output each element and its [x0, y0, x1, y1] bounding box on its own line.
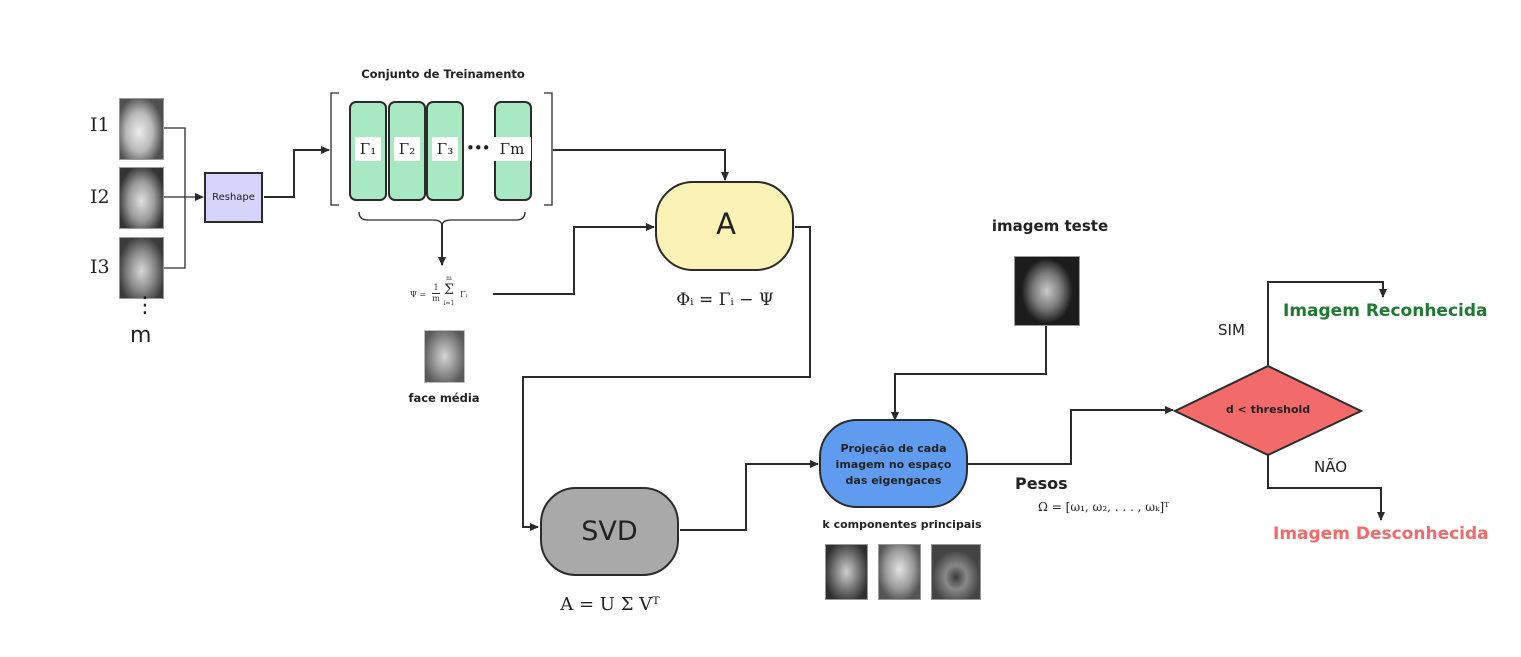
training-underbrace	[358, 211, 526, 227]
mean-formula-frac-bar	[432, 293, 440, 294]
face-image-i2	[119, 167, 164, 229]
training-right-bracket	[544, 92, 553, 206]
decision-no-label: NÃO	[1314, 458, 1348, 476]
mean-formula-term: Γᵢ	[460, 290, 468, 299]
connector-i3	[162, 197, 186, 269]
mean-face-image	[424, 330, 465, 383]
connector-mean-a	[493, 223, 655, 295]
training-left-bracket	[330, 92, 339, 206]
decision-yes-label: SIM	[1218, 321, 1245, 339]
face-image-i3	[119, 237, 164, 299]
matrix-a-formula: Φᵢ = Γᵢ − Ψ	[676, 290, 774, 310]
mean-formula-sum-bottom: i=1	[443, 300, 455, 307]
reshape-box: Reshape	[204, 172, 263, 223]
svd-box: SVD	[540, 487, 679, 576]
connector-svd-projection	[680, 460, 819, 531]
weights-formula: Ω = [ω₁, ω₂, . . . , ωₖ]ᵀ	[1038, 500, 1170, 514]
decision-diamond	[1172, 364, 1364, 457]
unknown-result: Imagem Desconhecida	[1273, 524, 1489, 544]
input-m-label: m	[130, 323, 152, 348]
eigenface-image-1	[825, 544, 868, 600]
connector-i1	[162, 127, 186, 197]
gamma-label-3: Γ₃	[432, 137, 458, 161]
matrix-a-box	[655, 181, 794, 271]
connector-reshape-training	[264, 146, 330, 198]
test-image-title: imagem teste	[991, 217, 1109, 235]
training-set-title: Conjunto de Treinamento	[361, 67, 525, 81]
connector-decision-no	[1267, 455, 1385, 521]
projection-box: Projeção de cada imagem no espaço das ei…	[819, 419, 968, 508]
connector-training-a	[553, 149, 729, 181]
connector-projection-decision	[968, 406, 1174, 465]
gamma-label-1: Γ₁	[355, 137, 381, 161]
mean-formula-sum: Σ	[444, 282, 454, 298]
svd-formula: A = U Σ Vᵀ	[560, 594, 660, 615]
decision-label: d < threshold	[1225, 403, 1311, 416]
eigenface-image-3	[931, 544, 981, 600]
mean-formula-sum-top: m	[446, 275, 452, 282]
weights-label: Pesos	[1015, 474, 1068, 493]
mean-formula: Ψ = 1 m m Σ i=1 Γᵢ	[410, 275, 494, 310]
matrix-a-label: A	[716, 207, 736, 241]
connector-decision-yes	[1267, 281, 1387, 365]
gamma-ellipsis: •••	[466, 139, 491, 157]
input-vdots: ⋮	[134, 293, 156, 318]
principal-components-caption: k componentes principais	[822, 518, 982, 531]
connector-a-svd	[522, 226, 811, 531]
mean-formula-frac-num: 1	[433, 283, 439, 292]
mean-face-caption: face média	[408, 391, 480, 405]
mean-formula-lhs: Ψ =	[410, 290, 427, 299]
gamma-label-2: Γ₂	[394, 137, 420, 161]
gamma-label-m: Γm	[493, 137, 531, 161]
input-label-i2: I2	[90, 186, 110, 208]
mean-formula-frac-den: m	[432, 294, 440, 303]
input-label-i1: I1	[90, 114, 110, 136]
connector-test-projection	[891, 324, 1047, 421]
eigenface-image-2	[878, 544, 921, 600]
recognized-result: Imagem Reconhecida	[1283, 301, 1488, 321]
input-label-i3: I3	[90, 256, 110, 278]
test-face-image	[1014, 256, 1080, 326]
face-image-i1	[119, 98, 164, 160]
